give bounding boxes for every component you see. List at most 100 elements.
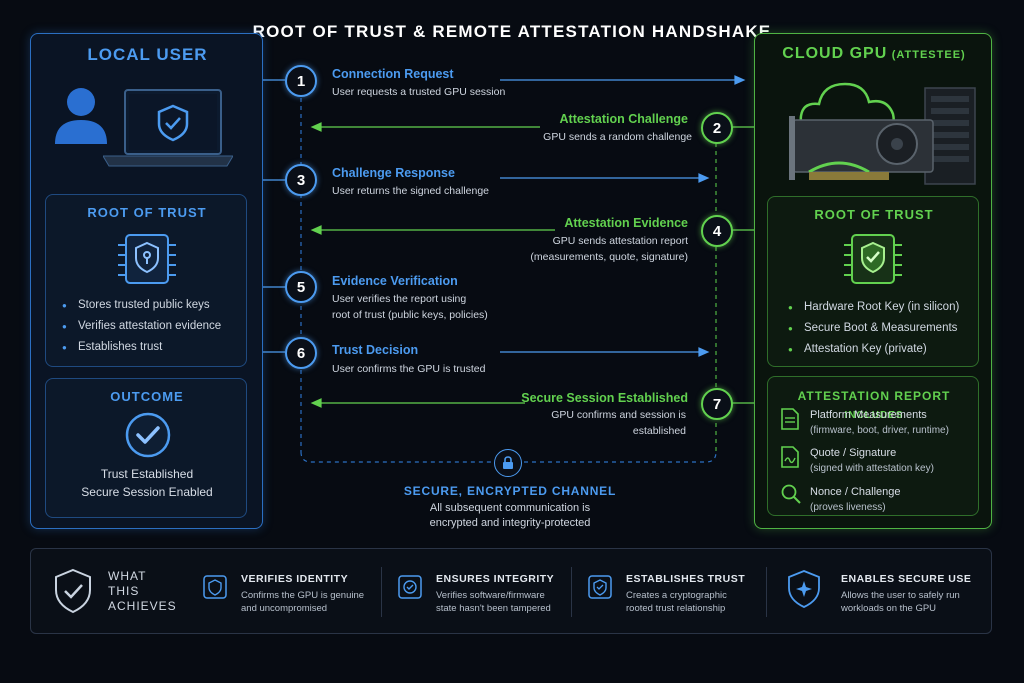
achievement-desc-line: Confirms the GPU is genuine — [241, 590, 365, 601]
report-item-title: Platform Measurements — [810, 409, 927, 421]
step-5-number: 5 — [285, 271, 317, 303]
cloud-gpu-heading-suffix: (ATTESTEE) — [891, 49, 966, 61]
shield-check-icon — [55, 568, 91, 614]
laptop-shield-icon — [103, 89, 233, 167]
step-5-desc-2: root of trust (public keys, policies) — [332, 309, 488, 321]
local-user-panel: LOCAL USER ROOT OF TRUST Stores trusted … — [30, 33, 263, 529]
user-icon — [55, 88, 107, 144]
achievement-title: ENSURES INTEGRITY — [436, 573, 555, 585]
gpu-root-of-trust-box: ROOT OF TRUST Hardware Root Key (in sili… — [767, 196, 979, 367]
diagram-title: ROOT OF TRUST & REMOTE ATTESTATION HANDS… — [252, 22, 772, 41]
local-root-of-trust-box: ROOT OF TRUST Stores trusted public keys… — [45, 194, 247, 367]
secure-channel-desc: All subsequent communication is encrypte… — [300, 501, 720, 531]
report-item-desc: (firmware, boot, driver, runtime) — [810, 425, 949, 436]
report-item-desc: (signed with attestation key) — [810, 463, 934, 474]
achievement-title: ESTABLISHES TRUST — [626, 573, 746, 585]
outcome-line-1: Trust Established — [100, 467, 194, 481]
step-5-desc-1: User verifies the report using — [332, 293, 467, 305]
achievement-title: VERIFIES IDENTITY — [241, 573, 349, 585]
verify-identity-icon — [203, 575, 227, 599]
divider — [766, 567, 767, 617]
achievement-desc: Creates a cryptographic rooted trust rel… — [626, 589, 727, 615]
achievement-title: ENABLES SECURE USE — [841, 573, 972, 585]
step-7-desc-2: established — [632, 425, 686, 437]
achievements-label-line: WHAT — [108, 569, 147, 583]
step-3-number: 3 — [285, 164, 317, 196]
check-circle-icon — [125, 412, 171, 458]
step-7-desc-1: GPU confirms and session is — [551, 409, 686, 421]
achievement-desc-line: Verifies software/firmware — [436, 590, 545, 601]
divider — [571, 567, 572, 617]
attestation-report-heading-suffix: INCLUDES — [844, 410, 904, 421]
achievement-desc: Verifies software/firmware state hasn't … — [436, 589, 551, 615]
gpu-root-of-trust-heading: ROOT OF TRUST — [814, 207, 934, 222]
step-5-title: Evidence Verification — [332, 274, 458, 288]
gpu-rot-item: Hardware Root Key (in silicon) — [788, 301, 978, 315]
divider — [381, 567, 382, 617]
step-4-desc-2: (measurements, quote, signature) — [530, 251, 688, 263]
chip-check-icon — [844, 234, 902, 284]
achievement-desc: Allows the user to safely run workloads … — [841, 589, 960, 615]
attestation-report-box: ATTESTATION REPORT INCLUDES Platform Mea… — [767, 376, 979, 516]
step-1-number: 1 — [285, 65, 317, 97]
document-icon — [781, 408, 799, 430]
cloud-icon — [799, 82, 895, 134]
step-3-desc: User returns the signed challenge — [332, 185, 490, 197]
lock-icon — [494, 449, 522, 477]
achievement-desc: Confirms the GPU is genuine and uncompro… — [241, 589, 364, 615]
ensure-integrity-icon — [398, 575, 422, 599]
outcome-heading: OUTCOME — [110, 389, 184, 404]
step-2-desc: GPU sends a random challenge — [543, 131, 692, 143]
nonce-icon — [781, 484, 801, 504]
report-item-title: Quote / Signature — [810, 447, 897, 459]
gpu-rot-item: Attestation Key (private) — [788, 343, 978, 357]
cloud-gpu-heading: CLOUD GPU — [782, 45, 888, 62]
gpu-root-of-trust-list: Hardware Root Key (in silicon) Secure Bo… — [788, 301, 978, 364]
secure-channel-desc-line: All subsequent communication is — [429, 502, 591, 514]
chip-lock-icon — [118, 234, 176, 284]
step-6-title: Trust Decision — [332, 343, 419, 357]
local-root-of-trust-heading: ROOT OF TRUST — [87, 205, 207, 220]
local-rot-item: Establishes trust — [62, 341, 242, 355]
local-user-heading: LOCAL USER — [87, 45, 208, 64]
establish-trust-icon — [588, 575, 612, 599]
step-6-desc: User confirms the GPU is trusted — [332, 363, 486, 375]
achievement-desc-line: workloads on the GPU — [841, 603, 937, 614]
achievements-label-line: ACHIEVES — [108, 599, 177, 613]
step-6-number: 6 — [285, 337, 317, 369]
report-item-desc: (proves liveness) — [810, 502, 886, 513]
achievements-label-line: THIS — [108, 584, 140, 598]
signature-icon — [781, 446, 799, 468]
achievement-desc-line: Creates a cryptographic — [626, 590, 727, 601]
local-rot-item: Verifies attestation evidence — [62, 320, 242, 334]
step-1-desc: User requests a trusted GPU session — [332, 86, 506, 98]
step-7-title: Secure Session Established — [521, 391, 688, 405]
achievements-bar: WHAT THIS ACHIEVES VERIFIES IDENTITY Con… — [30, 548, 992, 634]
achievements-label: WHAT THIS ACHIEVES — [108, 569, 177, 614]
local-rot-item: Stores trusted public keys — [62, 299, 242, 313]
step-2-title: Attestation Challenge — [559, 112, 689, 126]
step-4-number: 4 — [701, 215, 733, 247]
attestation-report-heading-row: ATTESTATION REPORT INCLUDES — [768, 387, 980, 423]
step-3-title: Challenge Response — [332, 166, 455, 180]
gpu-rot-item: Secure Boot & Measurements — [788, 322, 978, 336]
attestation-report-heading: ATTESTATION REPORT — [797, 389, 951, 403]
secure-channel-desc-line: encrypted and integrity-protected — [429, 517, 591, 529]
gpu-card-icon — [789, 116, 934, 180]
step-1-title: Connection Request — [332, 67, 454, 81]
outcome-line-2: Secure Session Enabled — [81, 485, 213, 499]
secure-channel-title: SECURE, ENCRYPTED CHANNEL — [403, 484, 617, 498]
achievement-desc-line: rooted trust relationship — [626, 603, 726, 614]
achievement-desc-line: and uncompromised — [241, 603, 328, 614]
report-item-title: Nonce / Challenge — [810, 486, 901, 498]
step-7-number: 7 — [701, 388, 733, 420]
secure-use-icon — [788, 570, 820, 608]
achievement-desc-line: Allows the user to safely run — [841, 590, 960, 601]
outcome-box: OUTCOME Trust Established Secure Session… — [45, 378, 247, 518]
achievement-desc-line: state hasn't been tampered — [436, 603, 551, 614]
cloud-gpu-heading-row: CLOUD GPU (ATTESTEE) — [755, 45, 993, 63]
step-4-desc-1: GPU sends attestation report — [552, 235, 688, 247]
cloud-gpu-panel: CLOUD GPU (ATTESTEE) ROOT OF TRUST — [754, 33, 992, 529]
step-4-title: Attestation Evidence — [564, 216, 688, 230]
step-2-number: 2 — [701, 112, 733, 144]
